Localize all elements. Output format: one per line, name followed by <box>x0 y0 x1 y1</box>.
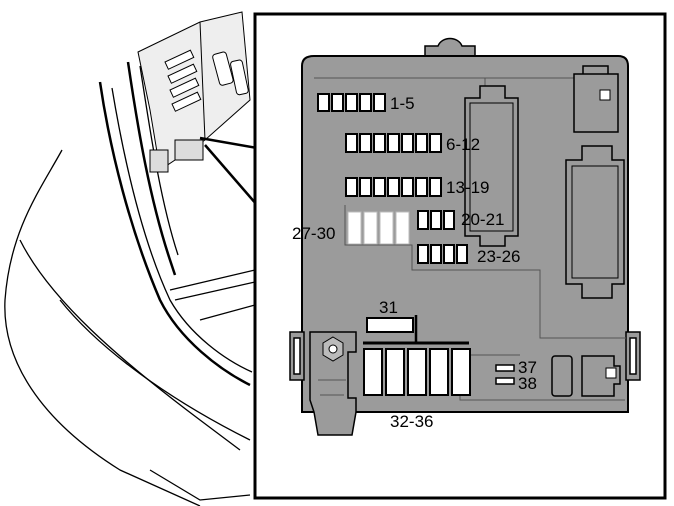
fuse-row-1-5 <box>317 93 386 112</box>
relay-top-right <box>573 65 619 133</box>
fuse-row-13-19 <box>345 177 442 197</box>
relay-right-connector <box>565 145 625 299</box>
side-clip-right <box>625 331 641 381</box>
fuse-row-32-36 <box>363 348 471 396</box>
label-fuses-32-36: 32-36 <box>390 412 433 431</box>
bolt-head <box>328 344 338 354</box>
label-fuse-37: 37 <box>518 358 537 377</box>
label-fuses-1-5: 1-5 <box>390 94 415 113</box>
label-fuses-27-30: 27-30 <box>292 224 335 243</box>
fuse-37-38 <box>495 364 515 385</box>
label-fuses-23-26: 23-26 <box>477 247 520 266</box>
fuse-row-27-30 <box>347 211 410 245</box>
callout-lines <box>199 136 258 206</box>
label-fuse-31: 31 <box>379 298 398 317</box>
relay-center-connector <box>464 85 519 247</box>
label-fuses-6-12: 6-12 <box>446 135 480 154</box>
top-tab <box>424 37 476 56</box>
in-car-fuse-box-thumbnail <box>137 11 251 173</box>
label-fuses-20-21: 20-21 <box>461 210 504 229</box>
fuse-row-23-26 <box>417 244 468 264</box>
side-clip-left <box>289 331 305 381</box>
fuse-row-6-12 <box>345 133 442 153</box>
label-fuses-13-19: 13-19 <box>446 178 489 197</box>
relay-bottom-right-2 <box>581 355 621 397</box>
power-terminal <box>309 331 357 436</box>
fuse-row-20-21 <box>417 210 455 230</box>
relay-top-right-slot <box>599 89 611 101</box>
label-fuse-38: 38 <box>518 374 537 393</box>
relay-bottom-right-1 <box>551 355 573 397</box>
fuse-31 <box>366 317 414 333</box>
